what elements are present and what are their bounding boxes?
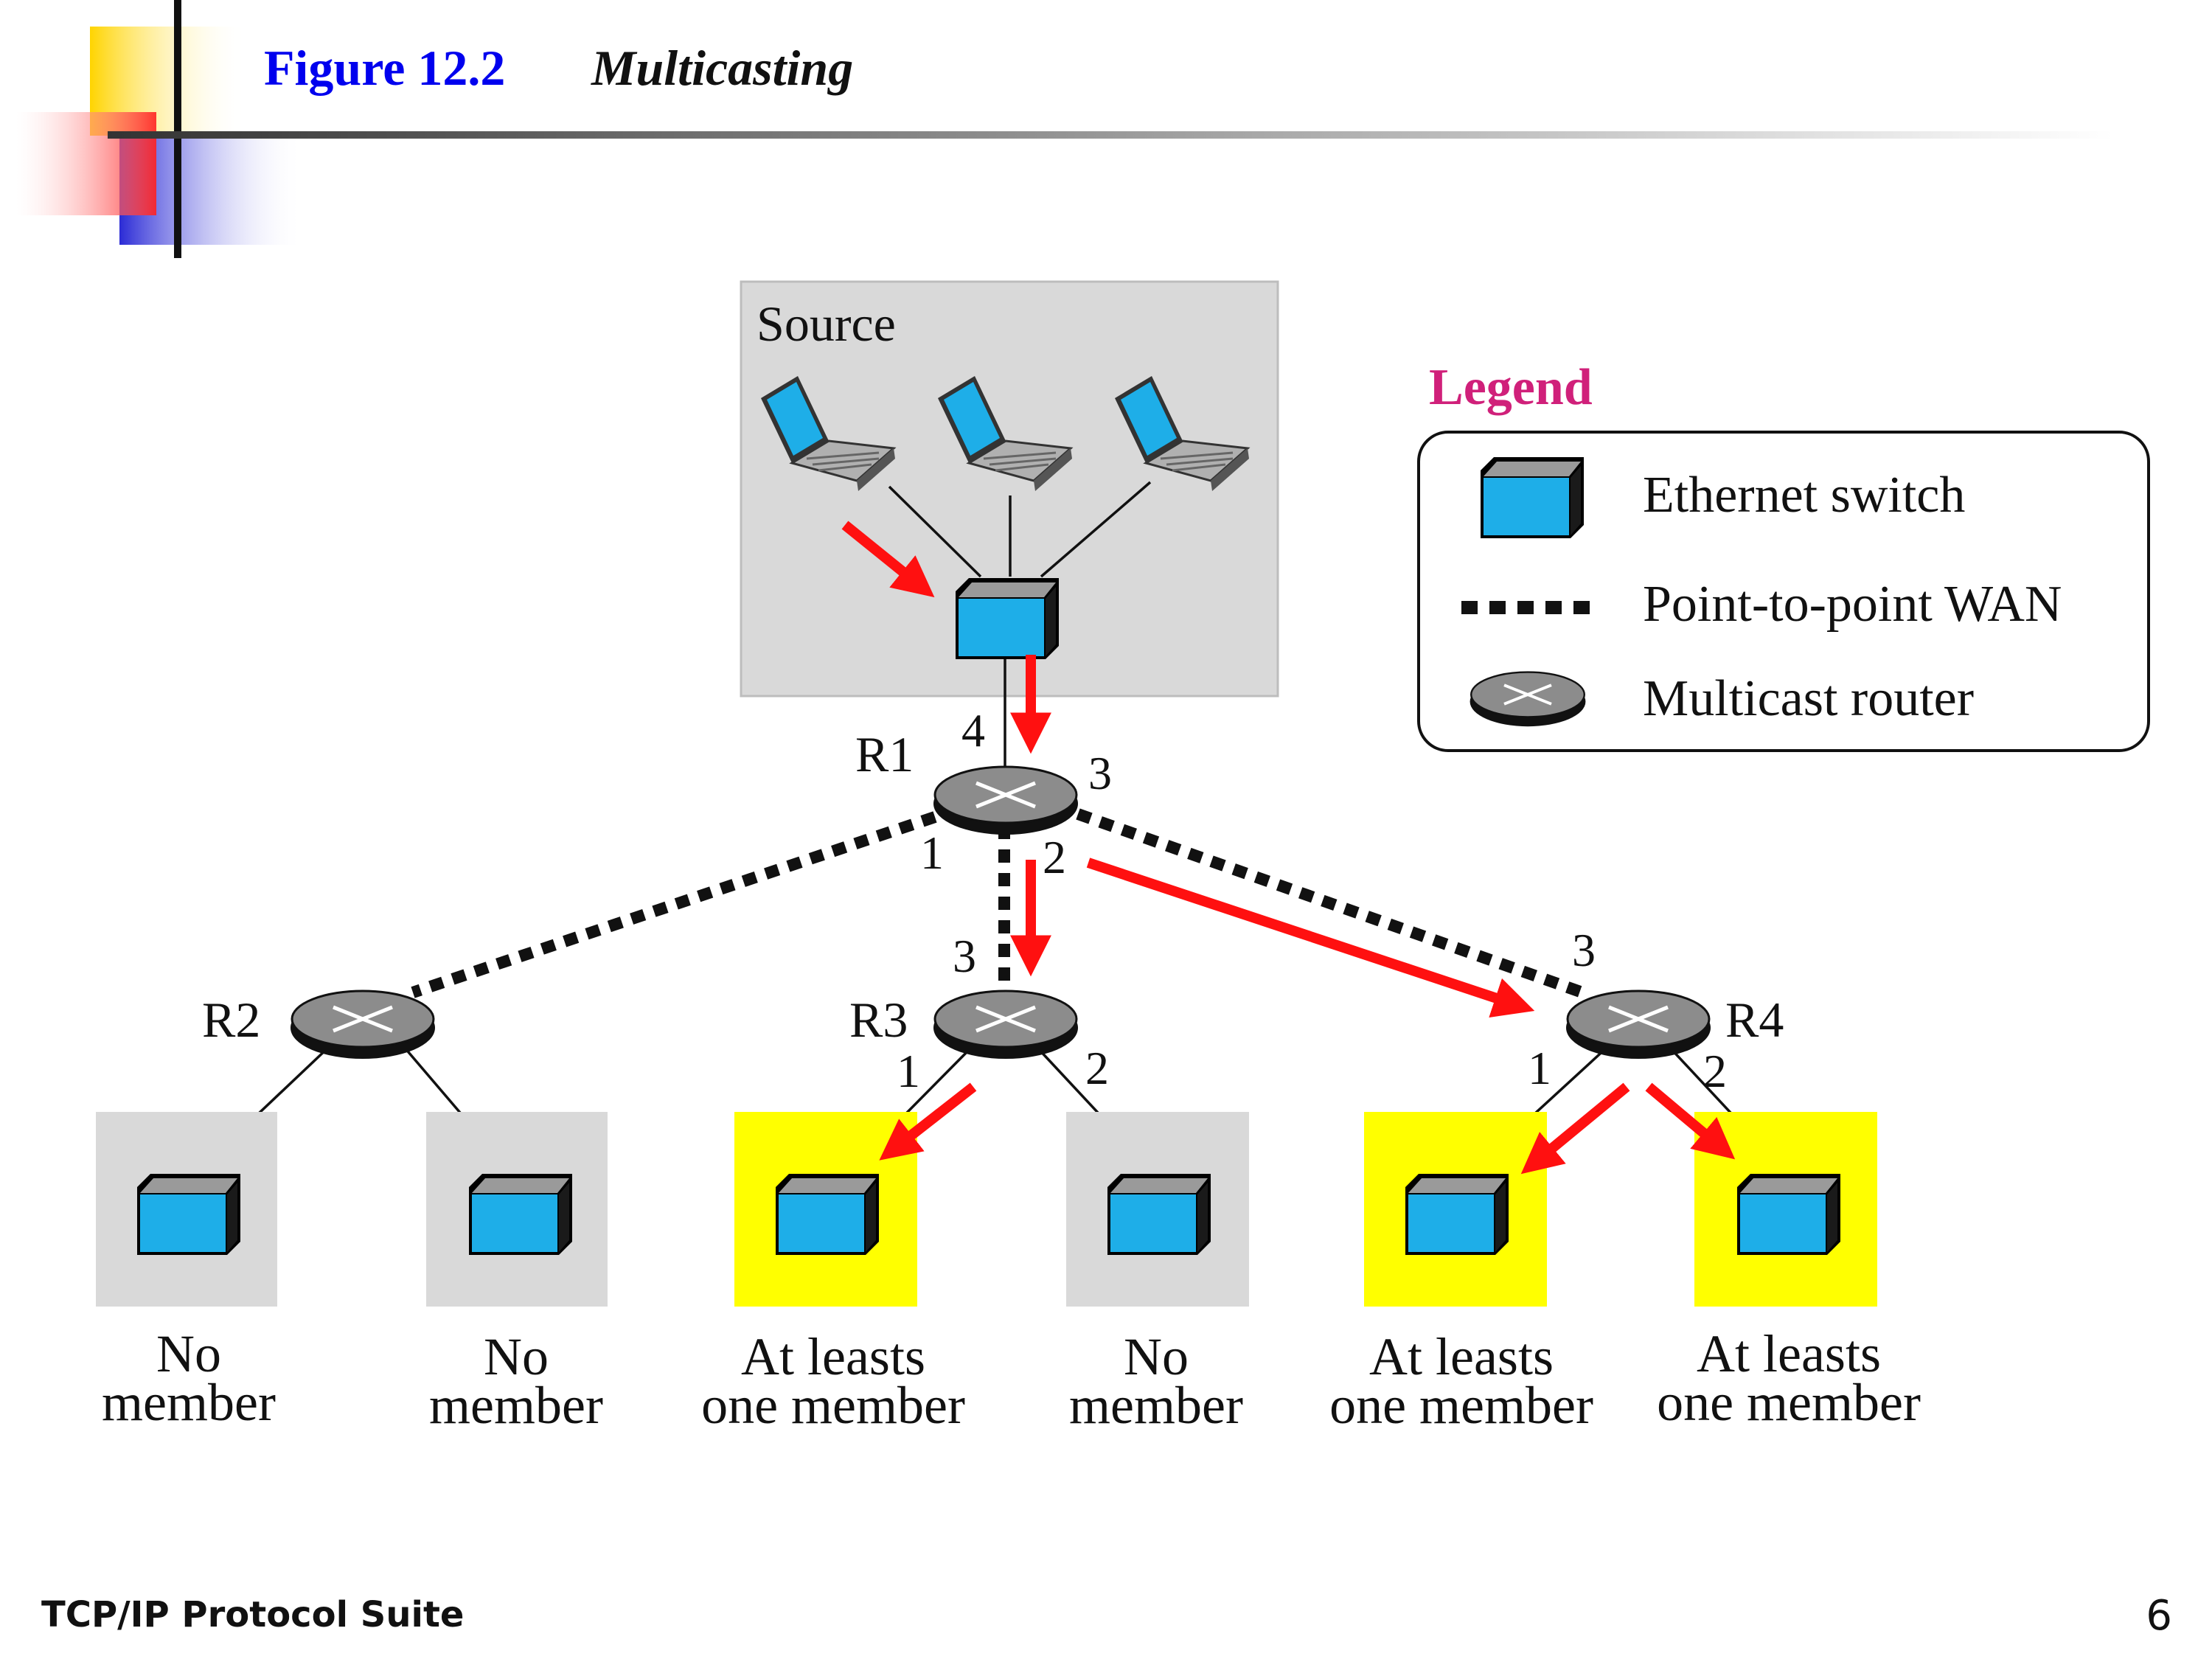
deco-red-block (16, 112, 156, 215)
r4-port-3: 3 (1572, 924, 1596, 976)
router-r4-label: R4 (1725, 992, 1784, 1048)
lan-4-switch-icon (1107, 1174, 1211, 1255)
source-label: Source (757, 296, 896, 352)
footer-text: TCP/IP Protocol Suite (41, 1594, 464, 1635)
router-r1-icon (933, 767, 1078, 835)
arrow-r4-to-lan-5 (1520, 1082, 1630, 1175)
legend-box (1417, 431, 2150, 752)
lan-caption-4: No member (1069, 1327, 1243, 1435)
lan-6-caption-line2: one member (1657, 1373, 1921, 1432)
arrow-r4-to-lan-6 (1645, 1082, 1736, 1160)
lan-6-caption-line1: At leasts (1697, 1324, 1881, 1383)
lan-caption-2: No member (429, 1327, 603, 1435)
wan-links (411, 808, 1585, 998)
r1-port-2: 2 (1043, 831, 1066, 883)
lan-caption-5: At leasts one member (1329, 1327, 1593, 1435)
router-r4-icon (1566, 991, 1711, 1059)
r1-port-3: 3 (1088, 747, 1112, 799)
router-r2-label: R2 (202, 992, 260, 1048)
r4-port-1: 1 (1528, 1042, 1551, 1094)
lan-caption-3: At leasts one member (701, 1327, 965, 1435)
r1-port-1: 1 (920, 827, 944, 879)
r3-port-3: 3 (953, 930, 976, 982)
lan-2-switch-icon (469, 1174, 572, 1255)
legend-title: Legend (1429, 359, 1593, 416)
lan-5-caption-line1: At leasts (1369, 1327, 1554, 1386)
lan-4-caption-line1: No (1124, 1327, 1189, 1386)
legend-label-point-to-point-wan: Point-to-point WAN (1643, 576, 2062, 633)
lan-4-caption-line2: member (1069, 1376, 1243, 1435)
source-lan-links (888, 481, 1152, 767)
deco-vertical-rule (174, 0, 181, 258)
router-r1-label: R1 (855, 726, 914, 782)
lan-3-caption-line1: At leasts (741, 1327, 925, 1386)
lan-6-switch-icon (1737, 1174, 1840, 1255)
arrow-r1-to-r4 (1086, 858, 1535, 1018)
wan-r1-r4 (1076, 808, 1585, 998)
r1-port-4: 4 (961, 704, 985, 757)
figure-number: Figure 12.2 (264, 40, 505, 96)
lan-5-switch-icon (1405, 1174, 1509, 1255)
r4-port-2: 2 (1703, 1045, 1727, 1097)
lan-caption-6: At leasts one member (1657, 1324, 1921, 1432)
r3-port-2: 2 (1085, 1042, 1109, 1094)
figure-title: Multicasting (591, 40, 853, 96)
router-r3-label: R3 (849, 992, 908, 1048)
multicast-arrows (841, 521, 1736, 1175)
router-r3-icon (933, 991, 1078, 1059)
legend-label-multicast-router: Multicast router (1643, 670, 1974, 727)
arrow-r3-to-lan-3 (879, 1082, 977, 1161)
lan-1-caption-line1: No (156, 1324, 221, 1383)
source-switch-icon (956, 578, 1059, 659)
ethernet-switch-icon (1481, 457, 1584, 538)
legend-label-ethernet-switch: Ethernet switch (1643, 467, 1965, 524)
lan-3-caption-line2: one member (701, 1376, 965, 1435)
lan-caption-1: No member (102, 1324, 276, 1432)
lan-2-caption-line1: No (484, 1327, 549, 1386)
r3-port-1: 1 (897, 1045, 920, 1097)
lan-1-caption-line2: member (102, 1373, 276, 1432)
header-rule (108, 131, 2113, 139)
arrow-host-to-switch (841, 521, 935, 598)
lan-5-caption-line2: one member (1329, 1376, 1593, 1435)
lan-1-switch-icon (137, 1174, 240, 1255)
lan-2-caption-line2: member (429, 1376, 603, 1435)
multicast-router-icon (1470, 672, 1586, 727)
header-decoration (16, 0, 2113, 258)
lan-3-switch-icon (776, 1174, 879, 1255)
router-r2-icon (291, 991, 435, 1059)
wan-r1-r2 (411, 811, 937, 998)
page-number: 6 (2146, 1592, 2172, 1640)
